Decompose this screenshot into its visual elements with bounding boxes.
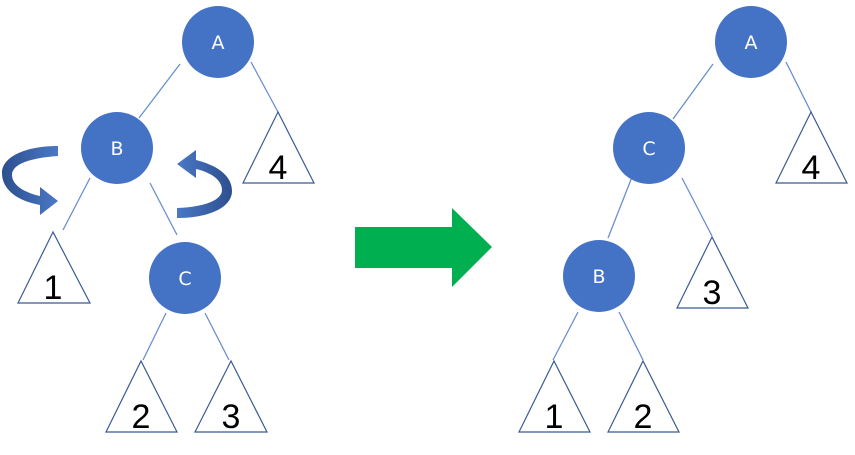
node-c: C <box>149 242 221 314</box>
edge-a-b <box>138 63 181 119</box>
edge-c-b <box>607 176 633 239</box>
node-b: B <box>563 240 635 312</box>
node-label: A <box>745 32 758 54</box>
edge-b-t2 <box>618 311 644 361</box>
rotate-clockwise-icon <box>177 150 232 218</box>
subtree-4: 4 <box>242 110 315 187</box>
subtree-label: 4 <box>802 149 821 187</box>
right-arrow-icon <box>355 208 492 287</box>
subtree-label: 2 <box>634 398 653 436</box>
node-label: B <box>592 266 605 288</box>
rotate-counterclockwise-icon <box>2 146 58 215</box>
subtree-2: 2 <box>607 359 680 436</box>
subtree-label: 3 <box>222 398 241 436</box>
node-label: C <box>642 138 655 160</box>
node-label: C <box>178 268 191 290</box>
subtree-label: 1 <box>545 398 564 436</box>
subtree-label: 3 <box>703 274 722 312</box>
node-b: B <box>81 112 153 184</box>
node-label: A <box>212 32 225 54</box>
subtree-4: 4 <box>775 110 848 187</box>
edge-c-t3 <box>681 177 713 237</box>
subtree-2: 2 <box>105 359 178 436</box>
subtree-1: 1 <box>17 230 91 307</box>
node-a: A <box>715 6 787 78</box>
before-tree: A B C 4 1 2 3 <box>2 6 315 436</box>
node-label: B <box>110 138 123 160</box>
edge-a-c <box>672 63 714 120</box>
subtree-label: 1 <box>44 269 63 307</box>
subtree-label: 2 <box>132 398 151 436</box>
edge-a-t4 <box>250 61 279 113</box>
edge-b-t1 <box>552 311 579 361</box>
edge-b-c <box>149 182 178 236</box>
edge-c-t3 <box>204 312 230 361</box>
node-a: A <box>182 6 254 78</box>
edge-c-t2 <box>142 312 167 361</box>
edge-b-t1 <box>62 177 91 231</box>
after-tree: A C B 4 3 1 2 <box>518 6 848 436</box>
edge-a-t4 <box>785 61 812 113</box>
subtree-3: 3 <box>676 235 749 312</box>
node-c: C <box>613 112 685 184</box>
subtree-1: 1 <box>518 359 591 436</box>
subtree-3: 3 <box>194 359 268 436</box>
subtree-label: 4 <box>269 149 288 187</box>
